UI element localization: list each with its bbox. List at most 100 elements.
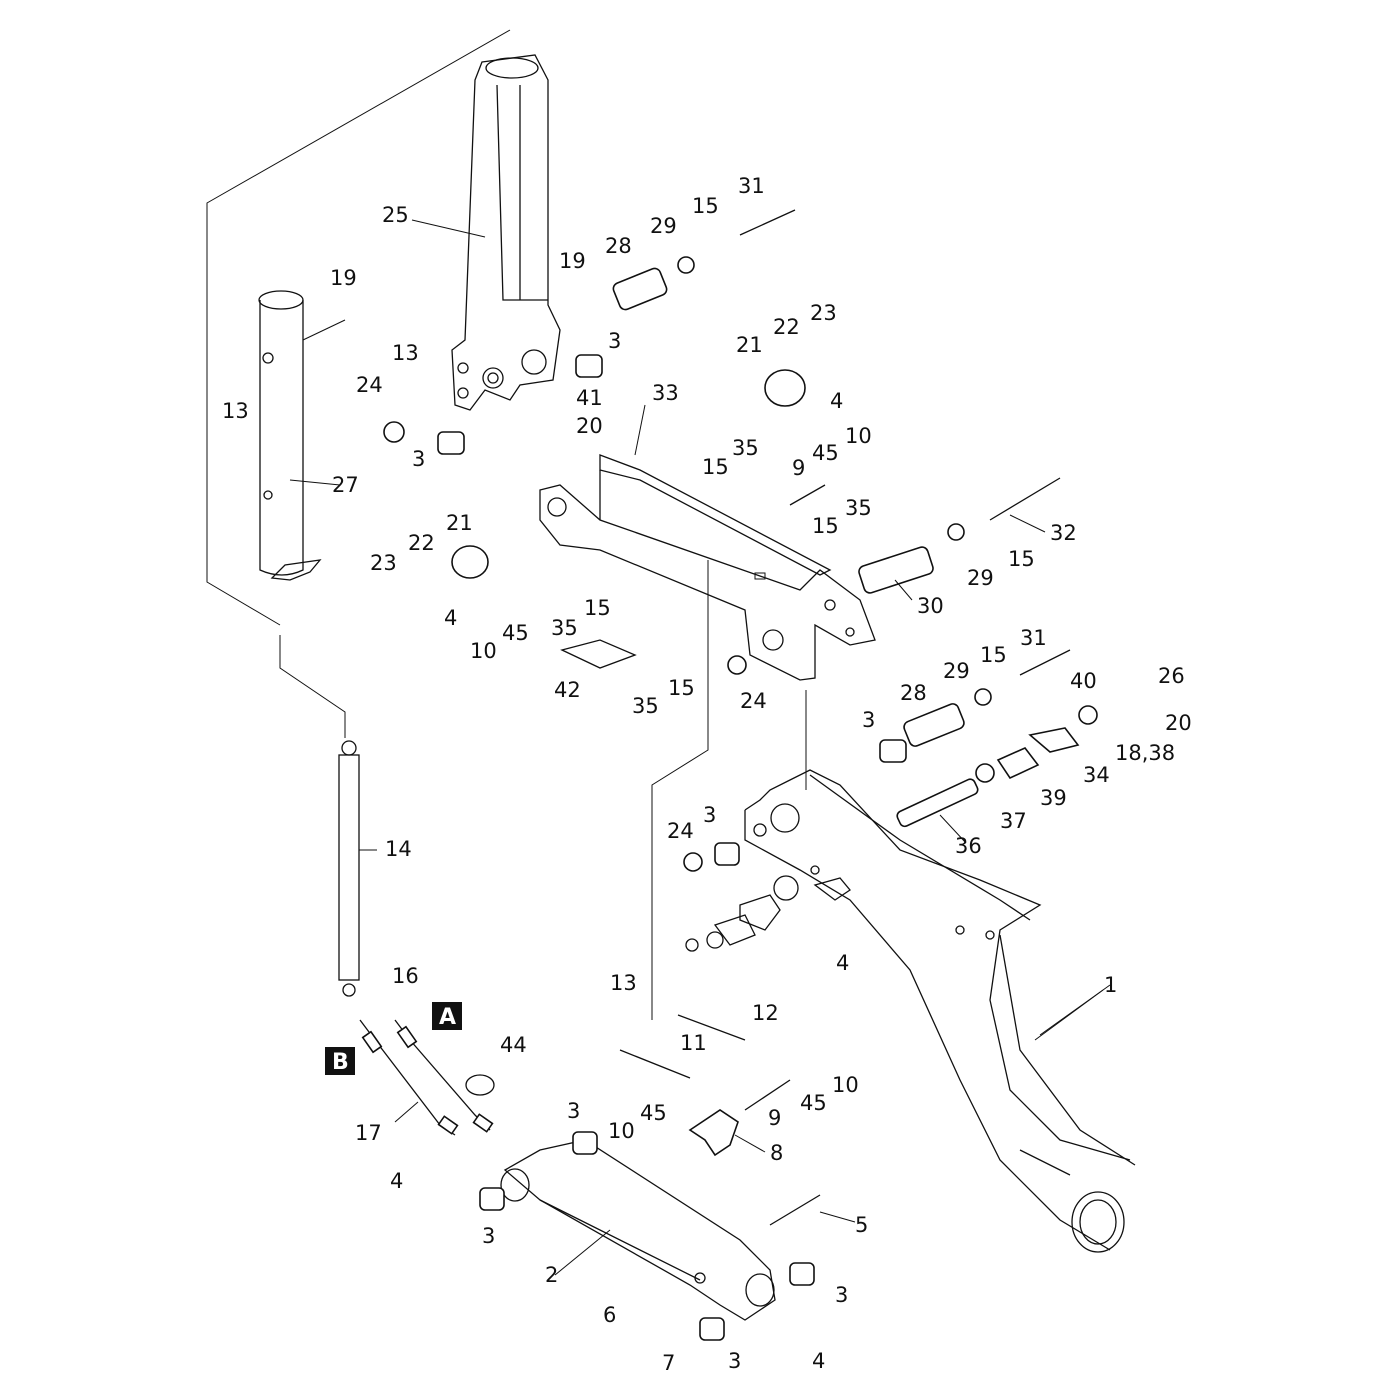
callout-40: 40 (1070, 669, 1097, 693)
callout-15: 15 (1008, 547, 1035, 571)
callout-24: 24 (667, 819, 694, 843)
callout-13: 13 (222, 399, 249, 423)
port-badge-b: B (325, 1047, 355, 1075)
callout-45: 45 (640, 1101, 667, 1125)
callout-21: 21 (736, 333, 763, 357)
callout-8: 8 (770, 1141, 783, 1165)
callout-44: 44 (500, 1033, 527, 1057)
callout-1: 1 (1104, 973, 1117, 997)
small-parts (383, 209, 1098, 1341)
callout-29: 29 (967, 566, 994, 590)
callout-labels: 25 19 19 28 29 15 31 3 22 23 21 4 13 13 … (222, 174, 1192, 1375)
callout-27: 27 (332, 473, 359, 497)
callout-19: 19 (559, 249, 586, 273)
callout-9: 9 (792, 456, 805, 480)
callout-3: 3 (835, 1283, 848, 1307)
callout-13: 13 (610, 971, 637, 995)
svg-text:B: B (332, 1050, 349, 1075)
callout-37: 37 (1000, 809, 1027, 833)
callout-10: 10 (470, 639, 497, 663)
callout-35: 35 (632, 694, 659, 718)
callout-15: 15 (980, 643, 1007, 667)
callout-4: 4 (836, 951, 849, 975)
callout-4: 4 (830, 389, 843, 413)
upright-post-25 (451, 54, 561, 411)
callout-16: 16 (392, 964, 419, 988)
callout-41: 41 (576, 386, 603, 410)
callout-28: 28 (900, 681, 927, 705)
callout-10: 10 (608, 1119, 635, 1143)
callout-11: 11 (680, 1031, 707, 1055)
callout-20: 20 (576, 414, 603, 438)
cylinder-tube-27 (258, 290, 346, 581)
leader-lines (289, 219, 1111, 1276)
callout-26: 26 (1158, 664, 1185, 688)
callout-3: 3 (412, 447, 425, 471)
callout-3: 3 (608, 329, 621, 353)
callout-42: 42 (554, 678, 581, 702)
callout-15: 15 (692, 194, 719, 218)
callout-18-38: 18,38 (1115, 741, 1175, 765)
callout-9: 9 (768, 1106, 781, 1130)
callout-3: 3 (567, 1099, 580, 1123)
callout-10: 10 (832, 1073, 859, 1097)
callout-7: 7 (662, 1351, 675, 1375)
callout-29: 29 (650, 214, 677, 238)
clamp-44 (465, 1074, 495, 1096)
callout-35: 35 (551, 616, 578, 640)
cylinder-rod-14 (338, 740, 360, 997)
callout-17: 17 (355, 1121, 382, 1145)
callout-6: 6 (603, 1303, 616, 1327)
callout-30: 30 (917, 594, 944, 618)
port-badge-a: A (432, 1002, 462, 1030)
callout-24: 24 (356, 373, 383, 397)
callout-14: 14 (385, 837, 412, 861)
callout-10: 10 (845, 424, 872, 448)
callout-36: 36 (955, 834, 982, 858)
callout-3: 3 (862, 708, 875, 732)
callout-3: 3 (728, 1349, 741, 1373)
callout-32: 32 (1050, 521, 1077, 545)
lower-link-2 (500, 1139, 776, 1321)
cross-member-33 (539, 454, 876, 681)
callout-23: 23 (370, 551, 397, 575)
callout-15: 15 (702, 455, 729, 479)
callout-22: 22 (408, 531, 435, 555)
callout-2: 2 (545, 1263, 558, 1287)
callout-21: 21 (446, 511, 473, 535)
callout-4: 4 (812, 1349, 825, 1373)
callout-45: 45 (812, 441, 839, 465)
callout-45: 45 (800, 1091, 827, 1115)
callout-45: 45 (502, 621, 529, 645)
callout-24: 24 (740, 689, 767, 713)
callout-29: 29 (943, 659, 970, 683)
callout-4: 4 (444, 606, 457, 630)
callout-20: 20 (1165, 711, 1192, 735)
callout-15: 15 (668, 676, 695, 700)
callout-4: 4 (390, 1169, 403, 1193)
callout-23: 23 (810, 301, 837, 325)
callout-5: 5 (855, 1213, 868, 1237)
svg-text:A: A (439, 1005, 456, 1030)
hoses-17 (359, 1019, 494, 1136)
plate-42 (560, 639, 637, 669)
callout-19: 19 (330, 266, 357, 290)
callout-33: 33 (652, 381, 679, 405)
callout-12: 12 (752, 1001, 779, 1025)
callout-35: 35 (845, 496, 872, 520)
callout-39: 39 (1040, 786, 1067, 810)
callout-3: 3 (703, 803, 716, 827)
guide-lines (206, 29, 807, 1020)
callout-31: 31 (738, 174, 765, 198)
callout-22: 22 (773, 315, 800, 339)
bracket-parts (685, 875, 851, 952)
callout-13: 13 (392, 341, 419, 365)
callout-34: 34 (1083, 763, 1110, 787)
callout-15: 15 (812, 514, 839, 538)
callout-35: 35 (732, 436, 759, 460)
callout-15: 15 (584, 596, 611, 620)
callout-3: 3 (482, 1224, 495, 1248)
main-boom-1 (744, 769, 1136, 1253)
callout-31: 31 (1020, 626, 1047, 650)
